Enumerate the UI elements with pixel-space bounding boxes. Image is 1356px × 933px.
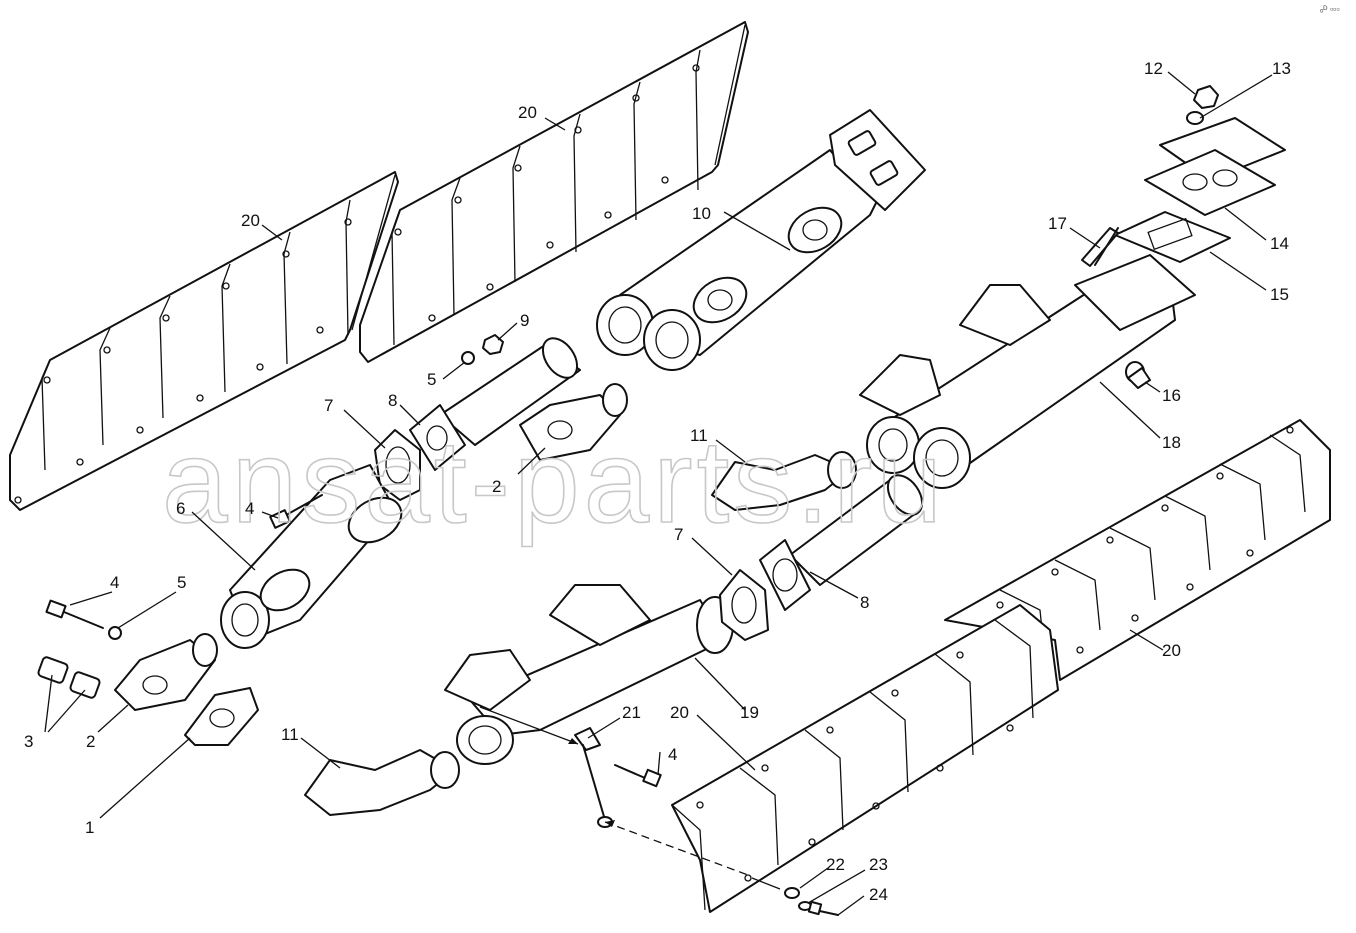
bolt-lower (614, 764, 662, 788)
washer-22 (784, 887, 800, 899)
washer-upper (461, 351, 475, 365)
stud-17 (1094, 227, 1119, 266)
callout-5: 5 (177, 573, 186, 592)
clamp-bracket (574, 727, 613, 828)
exhaust-manifold-right (859, 254, 1196, 489)
callout-4: 4 (110, 573, 119, 592)
flange-elbow-upper (519, 383, 628, 461)
callout-2: 2 (86, 732, 95, 751)
heat-shield-lower-right (944, 419, 1331, 681)
callout-20: 20 (1162, 641, 1181, 660)
callout-20: 20 (518, 103, 537, 122)
callout-13: 13 (1272, 59, 1291, 78)
callout-5: 5 (427, 370, 436, 389)
callout-4: 4 (245, 499, 254, 518)
connecting-pipe-upper (409, 337, 581, 471)
center-adapter (220, 464, 403, 649)
callout-10: 10 (692, 204, 711, 223)
heat-shield-upper-left (9, 171, 399, 511)
spacer-sleeves (37, 656, 101, 699)
callout-20: 20 (670, 703, 689, 722)
bolt-center (269, 494, 323, 529)
gasket-lower (719, 569, 769, 641)
callout-4: 4 (668, 745, 677, 764)
callout-11: 11 (690, 426, 708, 445)
bolt-24 (807, 900, 839, 916)
callout-7: 7 (324, 396, 333, 415)
elbow-pipe-upper (711, 451, 857, 511)
corner-mark: ₒᴰ ▫▫▫ (1320, 4, 1340, 14)
elbow-pipe-lower (304, 749, 460, 816)
callout-17: 17 (1048, 214, 1067, 233)
callout-16: 16 (1162, 386, 1181, 405)
watermark: ansat-parts.ru (162, 416, 946, 548)
callout-11: 11 (281, 725, 299, 744)
callout-9: 9 (520, 311, 529, 330)
outlet-flange-stack (1081, 85, 1286, 267)
callout-12: 12 (1144, 59, 1163, 78)
callout-19: 19 (740, 703, 759, 722)
exhaust-manifold-upper (596, 109, 926, 371)
callout-8: 8 (388, 391, 397, 410)
heat-shield-bottom-right (671, 604, 1059, 913)
callout-15: 15 (1270, 285, 1289, 304)
callout-23: 23 (869, 855, 888, 874)
callout-24: 24 (869, 885, 888, 904)
callout-21: 21 (622, 703, 641, 722)
flange-elbow-lower (114, 633, 218, 711)
assembly-arrows (479, 706, 781, 890)
callout-3: 3 (24, 732, 33, 751)
leader-lines (44, 71, 1273, 916)
connecting-pipe-lower (759, 474, 924, 611)
plug (1127, 367, 1151, 389)
callout-labels: 1 2 2 3 4 4 4 5 5 6 7 7 8 8 9 10 11 11 1… (24, 59, 1291, 904)
flange-gasket (184, 687, 259, 746)
callout-1: 1 (85, 818, 94, 837)
washer-left (108, 626, 122, 640)
callout-8: 8 (860, 593, 869, 612)
callout-2: 2 (492, 477, 501, 496)
callout-7: 7 (674, 525, 683, 544)
callout-20: 20 (241, 211, 260, 230)
callout-14: 14 (1270, 234, 1289, 253)
callout-18: 18 (1162, 433, 1181, 452)
bolt-left (45, 599, 104, 629)
callout-22: 22 (826, 855, 845, 874)
heat-shield-upper-middle (359, 21, 749, 363)
callout-6: 6 (176, 499, 185, 518)
